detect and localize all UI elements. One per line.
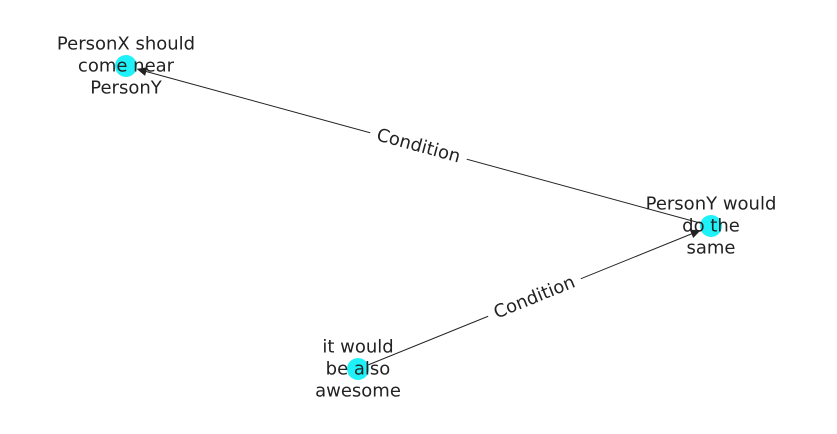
node-circle (700, 215, 722, 237)
edge-label-background (483, 267, 586, 328)
edge-label-background (367, 121, 470, 171)
edge-arrowhead (136, 67, 148, 76)
edge-arrowhead (689, 229, 701, 239)
node-circle (115, 55, 137, 77)
node-label-line: it would (322, 337, 393, 358)
node-circle (347, 358, 369, 380)
node-label-line: PersonY would (646, 194, 777, 215)
node-label-line: come near (78, 56, 175, 77)
node-label-line: awesome (315, 381, 401, 402)
node-label-line: be also (326, 359, 391, 380)
edge: Condition (136, 67, 712, 227)
edge-label: Condition (374, 125, 462, 168)
node-label-line: PersonY (90, 78, 162, 99)
node-label-line: same (686, 238, 735, 259)
node-label-line: PersonX should (57, 34, 195, 55)
edge-label-group: Condition (483, 267, 586, 328)
edge: Condition (357, 229, 701, 370)
node-label-line: do the (682, 216, 740, 237)
edge-label-group: Condition (367, 121, 470, 171)
